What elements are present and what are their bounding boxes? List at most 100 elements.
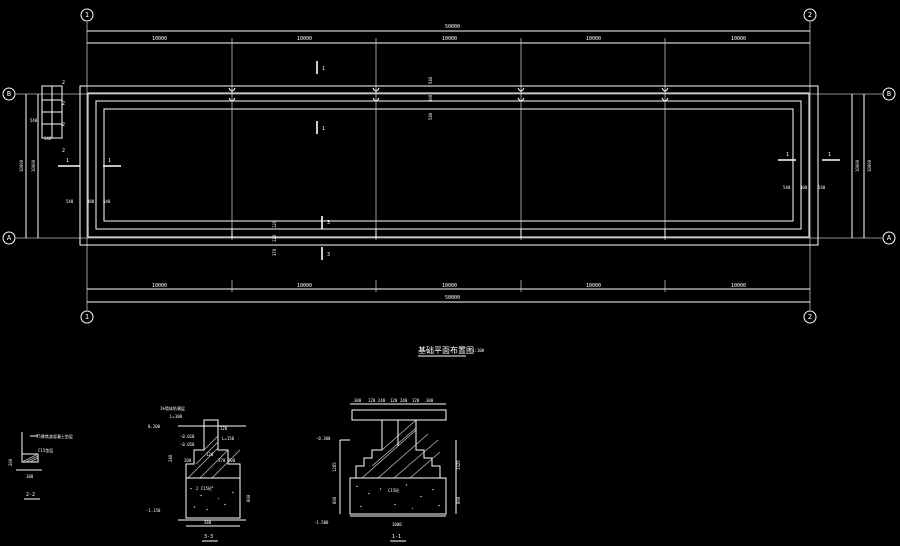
pilaster-marks — [228, 87, 669, 238]
svg-text:800: 800 — [246, 494, 251, 502]
svg-text:10000: 10000 — [152, 283, 167, 289]
svg-text:1:100: 1:100 — [472, 348, 485, 353]
section-mark-1-left: 1 1 — [58, 158, 121, 167]
svg-text:1: 1 — [85, 11, 89, 19]
svg-text:540: 540 — [30, 118, 38, 123]
svg-text:B: B — [7, 90, 11, 98]
svg-text:50000: 50000 — [445, 24, 460, 30]
svg-text:2: 2 — [62, 101, 65, 107]
svg-text:200: 200 — [8, 458, 13, 466]
svg-text:10000: 10000 — [586, 36, 601, 42]
axis-bubble-1-bottom: 1 — [80, 310, 94, 324]
svg-text:10000: 10000 — [297, 283, 312, 289]
plan-wall-dimensions: 540 300 540 540 300 540 540 300 540 120 … — [66, 76, 826, 256]
svg-text:10000: 10000 — [152, 36, 167, 42]
left-dimensions: 10000 10000 — [19, 94, 39, 238]
svg-text:120: 120 — [220, 426, 228, 431]
svg-text:1-1: 1-1 — [392, 534, 401, 540]
svg-text:240: 240 — [168, 454, 173, 462]
svg-text:800: 800 — [332, 496, 337, 504]
svg-text:120: 120 — [412, 398, 420, 403]
svg-text:300: 300 — [428, 94, 433, 102]
axis-bubble-b-right: B — [882, 87, 896, 101]
top-dimension-total: 50000 — [87, 24, 810, 32]
svg-text:380: 380 — [204, 520, 212, 525]
svg-text:10000: 10000 — [297, 36, 312, 42]
svg-text:2 C15砼: 2 C15砼 — [196, 485, 212, 491]
svg-text:100: 100 — [26, 474, 34, 479]
svg-text:10000: 10000 — [31, 159, 36, 172]
gate-detail-left: 2 2 2 2 540 540 — [30, 80, 65, 154]
svg-text:540: 540 — [818, 185, 826, 190]
svg-text:300: 300 — [354, 398, 362, 403]
svg-text:10000: 10000 — [731, 36, 746, 42]
detail-1-1: 300 120 240 120 240 120 300 -0.300 1285 … — [314, 398, 461, 542]
svg-text:3: 3 — [327, 252, 330, 258]
svg-text:540: 540 — [103, 199, 111, 204]
svg-text:1%墙体防潮层: 1%墙体防潮层 — [160, 405, 185, 411]
svg-text:10000: 10000 — [867, 159, 872, 172]
svg-text:300: 300 — [800, 185, 808, 190]
axis-bubble-a-right: A — [882, 231, 896, 245]
svg-text:-1.150: -1.150 — [146, 508, 161, 513]
svg-text:540: 540 — [428, 76, 433, 84]
wall-outer-outline — [87, 92, 810, 238]
axis-bubble-2-top: 2 — [803, 8, 817, 22]
svg-text:B: B — [887, 90, 891, 98]
svg-text:-0.010: -0.010 — [180, 434, 195, 439]
bottom-dimension-bays: 10000 10000 10000 10000 10000 — [87, 280, 810, 292]
wall-inner-outline — [95, 100, 802, 230]
svg-text:C15垫层: C15垫层 — [38, 447, 53, 453]
svg-text:基础平面布置图: 基础平面布置图 — [418, 345, 474, 355]
svg-text:370: 370 — [218, 458, 226, 463]
top-dimension-bays: 10000 10000 10000 10000 10000 — [87, 36, 810, 240]
svg-text:540: 540 — [428, 112, 433, 120]
svg-text:300: 300 — [426, 398, 434, 403]
svg-text:10000: 10000 — [855, 159, 860, 172]
svg-text:0.200: 0.200 — [148, 424, 161, 429]
plan-title: 基础平面布置图 1:100 — [418, 345, 485, 357]
svg-text:C15砼: C15砼 — [388, 487, 399, 493]
svg-text:3-3: 3-3 — [204, 534, 213, 540]
svg-text:-1.500: -1.500 — [314, 520, 329, 525]
svg-text:540: 540 — [783, 185, 791, 190]
section-mark-1-top: 1 1 — [316, 61, 325, 134]
section-mark-1-right: 1 1 — [778, 152, 840, 161]
svg-text:540: 540 — [66, 199, 74, 204]
axis-bubble-1-top: 1 — [80, 8, 94, 22]
svg-text:1: 1 — [66, 158, 69, 164]
svg-text:1: 1 — [322, 126, 325, 132]
svg-text:370: 370 — [272, 248, 277, 256]
svg-text:10000: 10000 — [731, 283, 746, 289]
svg-text:3: 3 — [327, 220, 330, 226]
bottom-dimension-total: 50000 — [87, 295, 810, 303]
foundation-inner-outline — [103, 108, 794, 222]
svg-text:120: 120 — [390, 398, 398, 403]
svg-text:240: 240 — [378, 398, 386, 403]
svg-text:540: 540 — [44, 136, 52, 141]
svg-text:2: 2 — [62, 148, 65, 154]
svg-text:800: 800 — [456, 496, 461, 504]
svg-text:L=100: L=100 — [170, 414, 183, 419]
detail-2-2: 75厚焦渣混凝土垫层 C15垫层 200 100 2-2 — [8, 432, 73, 500]
svg-text:10000: 10000 — [586, 283, 601, 289]
detail-3-3: 1%墙体防潮层 L=100 0.200 -0.010 -0.050 120 L=… — [146, 405, 251, 542]
svg-text:-0.050: -0.050 — [180, 442, 195, 447]
svg-text:75厚焦渣混凝土垫层: 75厚焦渣混凝土垫层 — [36, 433, 73, 439]
svg-text:L=150: L=150 — [222, 436, 235, 441]
svg-text:300: 300 — [87, 199, 95, 204]
section-mark-3: 3 3 — [321, 216, 330, 260]
axis-bubble-2-bottom: 2 — [803, 310, 817, 324]
svg-text:1: 1 — [786, 152, 789, 158]
svg-text:10000: 10000 — [442, 283, 457, 289]
svg-text:120: 120 — [272, 220, 277, 228]
svg-text:120: 120 — [272, 234, 277, 242]
svg-text:240: 240 — [400, 398, 408, 403]
svg-text:1: 1 — [322, 66, 325, 72]
svg-text:50000: 50000 — [445, 295, 460, 301]
svg-text:120: 120 — [368, 398, 376, 403]
svg-text:1: 1 — [108, 158, 111, 164]
svg-text:1000: 1000 — [392, 522, 402, 527]
svg-text:120: 120 — [206, 452, 214, 457]
